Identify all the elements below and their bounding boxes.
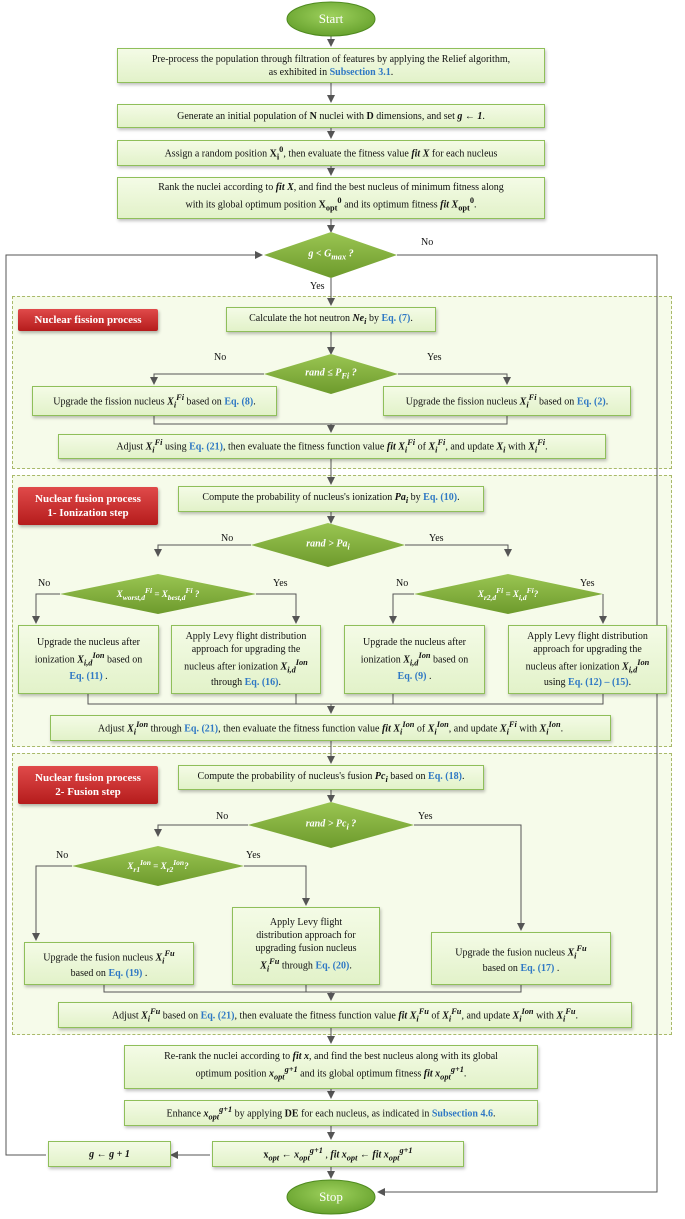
fusion-left-yes-label: Yes	[246, 850, 261, 861]
ionization-condition-text: rand > Pai	[306, 538, 350, 552]
ionization-levy-eq12-15-box: Apply Levy flight distribution approach …	[508, 625, 667, 694]
ionization-condition-diamond	[251, 523, 405, 567]
ionization-right-condition-text: Xr2,dFi = Xi,dFi?	[477, 586, 539, 602]
fission-process-label: Nuclear fission process	[18, 309, 158, 331]
preprocess-box: Pre-process the population through filtr…	[117, 48, 545, 83]
loop-condition-text: g < Gmax ?	[308, 248, 354, 262]
start-label: Start	[318, 11, 344, 26]
ionization-left-condition-text: Xworst,dFi = Xbest,dFi ?	[116, 586, 200, 602]
stop-label: Stop	[319, 1189, 343, 1204]
fusion-probability-box: Compute the probability of nucleus's fus…	[178, 765, 484, 790]
ref-eq-8: Eq. (8)	[224, 396, 254, 408]
ref-eq-2: Eq. (2)	[576, 396, 606, 408]
assign-optimum-box: xopt ← xoptg+1 , fit xopt ← fit xoptg+1	[212, 1141, 464, 1167]
ionization-probability-box: Compute the probability of nucleus's ion…	[178, 486, 484, 512]
ref-subsection-3-1: Subsection 3.1	[329, 66, 391, 78]
ref-eq-20: Eq. (20)	[315, 960, 350, 972]
hot-neutron-text: Calculate the hot neutron Nei by Eq. (7)…	[249, 312, 413, 326]
assign-optimum-text: xopt ← xoptg+1 , fit xopt ← fit xoptg+1	[263, 1145, 413, 1163]
preprocess-line2: as exhibited in Subsection 3.1.	[268, 66, 394, 78]
ref-eq-21: Eq. (21)	[184, 723, 219, 735]
rank-box: Rank the nuclei according to fit X, and …	[117, 177, 545, 219]
fusion-levy-eq20-box: Apply Levy flight distribution approach …	[232, 907, 380, 985]
stop-terminal	[286, 1179, 376, 1215]
ref-eq-18: Eq. (18)	[428, 770, 462, 782]
fusion-left-no-label: No	[56, 850, 69, 861]
fusion-condition-text: rand > Pci ?	[305, 818, 357, 832]
fission-condition-text: rand ≤ PFi ?	[305, 367, 357, 381]
increment-g-text: g ← g + 1	[89, 1148, 130, 1160]
fusion-no-label: No	[216, 811, 229, 822]
fission-upgrade-right-text: Upgrade the fission nucleus XiFi based o…	[405, 392, 609, 410]
fission-upgrade-left-text: Upgrade the fission nucleus XiFi based o…	[53, 392, 256, 410]
init-population-box: Generate an initial population of N nucl…	[117, 104, 545, 128]
rerank-box: Re-rank the nuclei according to fit x, a…	[124, 1045, 538, 1089]
ionization-no-label: No	[221, 533, 234, 544]
ionization-right-no-label: No	[396, 578, 409, 589]
fusion-left-diamond	[72, 846, 244, 886]
fission-no-label: No	[214, 352, 227, 363]
ref-eq-11: Eq. (11)	[69, 670, 103, 682]
ref-eq-10: Eq. (10)	[423, 492, 458, 503]
fission-adjust-box: Adjust XiFi using Eq. (21), then evaluat…	[58, 434, 606, 459]
fission-upgrade-right-box: Upgrade the fission nucleus XiFi based o…	[383, 386, 631, 416]
ref-eq-12-15: Eq. (12) – (15)	[568, 677, 629, 689]
ionization-left-yes-label: Yes	[273, 578, 288, 589]
ionization-upgrade-eq9-box: Upgrade the nucleus after ionization Xi,…	[344, 625, 485, 694]
init-text: Generate an initial population of N nucl…	[177, 110, 485, 122]
fusion-condition-diamond	[248, 802, 414, 848]
ionization-left-diamond	[60, 574, 256, 614]
preprocess-line1: Pre-process the population through filtr…	[151, 53, 511, 65]
loop-condition-diamond	[264, 232, 397, 278]
increment-g-box: g ← g + 1	[48, 1141, 171, 1167]
fusion-adjust-box: Adjust XiFu based on Eq. (21), then eval…	[58, 1002, 632, 1028]
ref-eq-17: Eq. (17)	[520, 963, 555, 975]
rank-line2: with its global optimum position Xopt0 a…	[185, 196, 477, 213]
assign-text: Assign a random position Xi0, then evalu…	[164, 144, 498, 162]
ionization-upgrade-eq11-box: Upgrade the nucleus after ionization Xi,…	[18, 625, 159, 694]
ref-eq-21: Eq. (21)	[200, 1010, 235, 1022]
loop-no-label: No	[421, 237, 434, 248]
ionization-levy-eq16-box: Apply Levy flight distribution approach …	[171, 625, 321, 694]
ionization-right-yes-label: Yes	[580, 578, 595, 589]
assign-position-box: Assign a random position Xi0, then evalu…	[117, 140, 545, 166]
fusion-left-condition-text: Xr1Ion = Xr2Ion?	[127, 858, 189, 874]
ref-eq-19: Eq. (19)	[108, 968, 143, 980]
enhance-box: Enhance xoptg+1 by applying DE for each …	[124, 1100, 538, 1126]
ionization-left-no-label: No	[38, 578, 51, 589]
fission-adjust-text: Adjust XiFi using Eq. (21), then evaluat…	[116, 438, 548, 455]
enhance-text: Enhance xoptg+1 by applying DE for each …	[166, 1104, 496, 1122]
fusion-upgrade-eq19-box: Upgrade the fusion nucleus XiFu based on…	[24, 942, 194, 985]
loop-yes-label: Yes	[310, 281, 325, 292]
fusion-upgrade-eq17-box: Upgrade the fusion nucleus XiFu based on…	[431, 932, 611, 985]
hot-neutron-box: Calculate the hot neutron Nei by Eq. (7)…	[226, 307, 436, 332]
ref-eq-16: Eq. (16)	[244, 677, 279, 689]
ref-eq-7: Eq. (7)	[381, 312, 411, 324]
fusion-yes-label: Yes	[418, 811, 433, 822]
ref-eq-9: Eq. (9)	[397, 670, 427, 682]
ref-eq-21: Eq. (21)	[189, 441, 224, 453]
ionization-yes-label: Yes	[429, 533, 444, 544]
start-terminal	[286, 1, 376, 37]
ionization-right-diamond	[414, 574, 603, 614]
rank-line1: Rank the nuclei according to fit X, and …	[158, 182, 504, 194]
ionization-adjust-box: Adjust XiIon through Eq. (21), then eval…	[50, 715, 611, 741]
fission-condition-diamond	[264, 354, 398, 394]
fusion-probability-text: Compute the probability of nucleus's fus…	[197, 770, 465, 784]
ionization-probability-text: Compute the probability of nucleus's ion…	[202, 492, 460, 505]
fission-upgrade-left-box: Upgrade the fission nucleus XiFi based o…	[32, 386, 277, 416]
fission-yes-label: Yes	[427, 352, 442, 363]
fusion-adjust-text: Adjust XiFu based on Eq. (21), then eval…	[111, 1006, 579, 1024]
ref-subsection-4-6: Subsection 4.6	[431, 1108, 493, 1120]
ionization-adjust-text: Adjust XiIon through Eq. (21), then eval…	[97, 719, 564, 737]
